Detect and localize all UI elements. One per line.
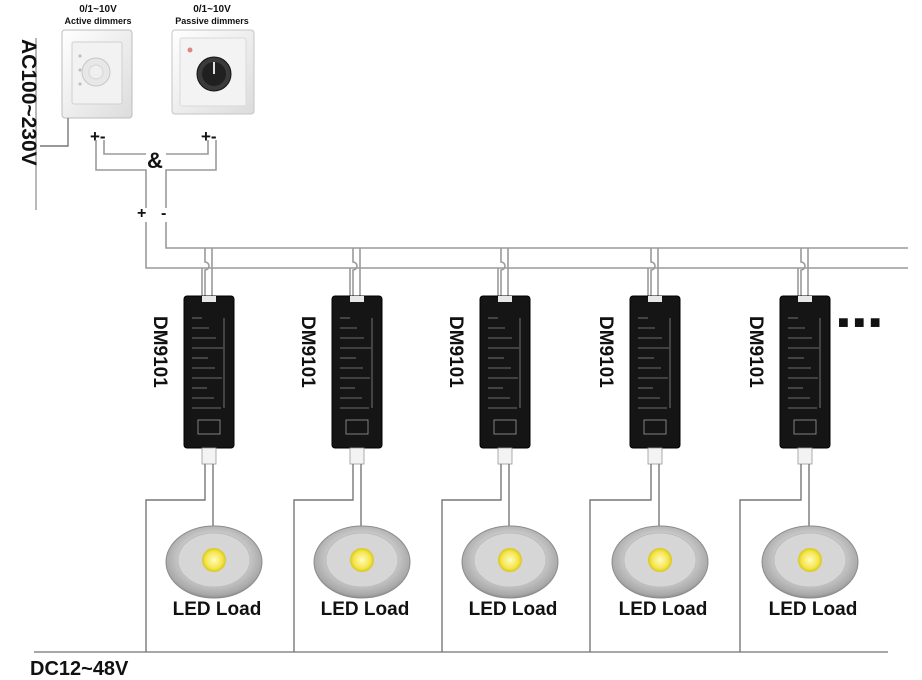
ac-supply: AC100~230V xyxy=(17,38,40,210)
driver-supply-wire xyxy=(293,464,354,652)
control-bus xyxy=(145,222,908,269)
driver-top-connector xyxy=(498,296,512,302)
led-chip xyxy=(350,548,374,572)
ampersand-symbol: & xyxy=(147,148,163,173)
passive-dimmer-led xyxy=(187,47,193,53)
driver-terminal-block xyxy=(493,419,517,435)
driver-bottom-connector xyxy=(797,447,813,465)
dc-label: DC12~48V xyxy=(30,658,129,680)
driver-control-wire xyxy=(204,248,210,296)
driver-body xyxy=(479,295,531,449)
driver-model-label: DM9101 xyxy=(595,316,616,388)
active-dimmer: 0/1~10V Active dimmers xyxy=(61,4,133,119)
driver-model-label: DM9101 xyxy=(297,316,318,388)
control-plus: + xyxy=(137,205,146,222)
driver-bottom-connector xyxy=(497,447,513,465)
led-load-label: LED Load xyxy=(173,599,262,620)
driver-supply-wire xyxy=(739,464,802,652)
driver-body xyxy=(629,295,681,449)
led-load-label: LED Load xyxy=(321,599,410,620)
driver-terminal-block xyxy=(643,419,667,435)
led-chip xyxy=(648,548,672,572)
driver-terminal-block xyxy=(197,419,221,435)
passive-dimmer-range: 0/1~10V xyxy=(193,4,231,15)
driver-model-label: DM9101 xyxy=(149,316,170,388)
control-wires xyxy=(95,140,217,208)
led-load-label: LED Load xyxy=(619,599,708,620)
active-dimmer-range: 0/1~10V xyxy=(79,4,117,15)
active-dimmer-terminals: +- xyxy=(90,127,106,146)
led-chip xyxy=(798,548,822,572)
driver-bottom-connector xyxy=(201,447,217,465)
driver-bottom-connector xyxy=(349,447,365,465)
driver-top-connector xyxy=(202,296,216,302)
driver-supply-wire xyxy=(145,464,206,652)
driver-top-connector xyxy=(350,296,364,302)
driver-control-wire xyxy=(800,248,806,296)
driver-model-label: DM9101 xyxy=(445,316,466,388)
driver-control-wire xyxy=(352,248,358,296)
more-drivers-indicator: ■ ■ ■ xyxy=(838,312,881,332)
driver-supply-wire xyxy=(589,464,652,652)
driver-terminal-block xyxy=(793,419,817,435)
driver-control-wire xyxy=(650,248,656,296)
driver-top-connector xyxy=(648,296,662,302)
passive-dimmer-terminals: +- xyxy=(201,127,217,146)
driver-model-label: DM9101 xyxy=(745,316,766,388)
led-load-label: LED Load xyxy=(769,599,858,620)
ac-label: AC100~230V xyxy=(17,39,40,166)
driver-top-connector xyxy=(798,296,812,302)
driver-bottom-connector xyxy=(647,447,663,465)
led-load-label: LED Load xyxy=(469,599,558,620)
control-minus: - xyxy=(161,205,166,222)
passive-dimmer: 0/1~10V Passive dimmers xyxy=(171,4,255,115)
driver-terminal-block xyxy=(345,419,369,435)
led-chip xyxy=(202,548,226,572)
driver-control-wire xyxy=(500,248,506,296)
driver-body xyxy=(331,295,383,449)
driver-supply-wire xyxy=(441,464,502,652)
led-chip xyxy=(498,548,522,572)
passive-dimmer-type: Passive dimmers xyxy=(175,16,249,26)
driver-body xyxy=(779,295,831,449)
driver-body xyxy=(183,295,235,449)
ac-feed-wire xyxy=(40,118,69,147)
active-dimmer-type: Active dimmers xyxy=(64,16,131,26)
